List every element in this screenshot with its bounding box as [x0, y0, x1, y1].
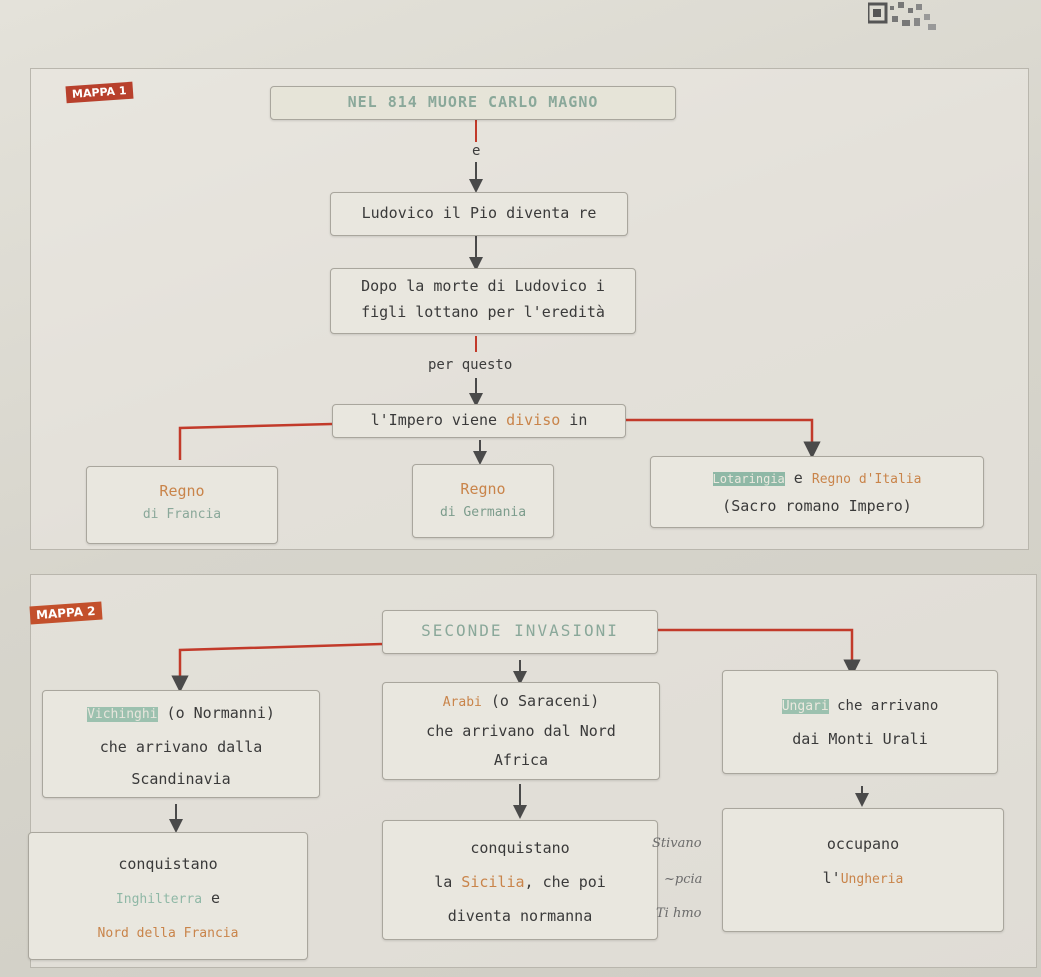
- box-impero-diviso: l'Impero viene diviso in: [332, 404, 626, 438]
- sicilia-word: Sicilia: [461, 873, 525, 891]
- map1-title-box: NEL 814 MUORE CARLO MAGNO: [270, 86, 676, 120]
- box-ludovico: Ludovico il Pio diventa re: [330, 192, 628, 236]
- arabi-word: Arabi: [442, 695, 482, 710]
- box-conquista-vichinghi: conquistano Inghilterra e Nord della Fra…: [28, 832, 308, 960]
- conq1-and: e: [202, 889, 221, 907]
- box-occupano: occupano l'Ungheria: [722, 808, 1004, 932]
- vichinghi-normanni: (o Normanni): [157, 704, 275, 722]
- box-arabi: Arabi (o Saraceni) che arrivano dal Nord…: [382, 682, 660, 780]
- occup-line2: l'Ungheria: [723, 861, 1003, 897]
- ungari-line2: dai Monti Urali: [792, 730, 928, 748]
- conq2-line1: conquistano: [470, 839, 570, 857]
- map2-title-box: SECONDE INVASIONI: [382, 610, 658, 654]
- arabi-line3: Africa: [493, 751, 549, 769]
- conq1-line1: conquistano: [118, 855, 218, 873]
- inghilterra-word: Inghilterra: [115, 892, 203, 907]
- conq1-line2: Inghilterra e: [29, 881, 307, 917]
- lotaringia-word: Lotaringia: [712, 472, 785, 486]
- ungari-arrivano: che arrivano: [828, 698, 939, 714]
- handwritten-note-1: Stivano: [652, 836, 702, 851]
- box-lotaringia: Lotaringia e Regno d'Italia (Sacro roman…: [650, 456, 984, 528]
- conq1-line3: Nord della Francia: [97, 926, 239, 941]
- regno-francia-line2: di Francia: [142, 507, 222, 522]
- box-regno-germania: Regno di Germania: [412, 464, 554, 538]
- lotaringia-line1: Lotaringia e Regno d'Italia: [651, 465, 983, 493]
- box-ungari: Ungari che arrivano dai Monti Urali: [722, 670, 998, 774]
- box-regno-francia: Regno di Francia: [86, 466, 278, 544]
- box-morte-line1: Dopo la morte di Ludovico i: [361, 277, 605, 295]
- sacro-romano-impero: (Sacro romano Impero): [722, 497, 912, 515]
- vichinghi-word: Vichinghi: [87, 707, 158, 722]
- ungari-word: Ungari: [781, 699, 829, 714]
- conq2-chepoi: , che poi: [524, 873, 606, 891]
- box-ludovico-text: Ludovico il Pio diventa re: [361, 204, 597, 222]
- arabi-line2: che arrivano dal Nord: [426, 722, 616, 740]
- regno-italia-word: Regno d'Italia: [811, 472, 922, 487]
- connector-per-questo: per questo: [428, 357, 513, 373]
- vichinghi-line2: che arrivano dalla: [99, 738, 263, 756]
- regno-francia-line1: Regno: [159, 482, 205, 500]
- qr-code-icon: [866, 0, 948, 36]
- vichinghi-line3: Scandinavia: [131, 770, 231, 788]
- box-vichinghi: Vichinghi (o Normanni) che arrivano dall…: [42, 690, 320, 798]
- box-impero-text-a: l'Impero viene: [370, 411, 507, 429]
- map2-title: SECONDE INVASIONI: [421, 621, 619, 640]
- map1-title: NEL 814 MUORE CARLO MAGNO: [347, 93, 599, 111]
- conq2-la: la: [434, 873, 462, 891]
- regno-germania-line2: di Germania: [439, 505, 527, 520]
- arabi-saraceni: (o Saraceni): [481, 692, 600, 710]
- handwritten-note-2: ~pcia: [664, 872, 703, 887]
- occup-line1: occupano: [826, 835, 900, 853]
- ungari-line1: Ungari che arrivano: [723, 689, 997, 723]
- handwritten-note-3: Ti hmo: [656, 906, 702, 921]
- box-conquista-arabi: conquistano la Sicilia, che poi diventa …: [382, 820, 658, 940]
- conq2-line3: diventa normanna: [447, 907, 593, 925]
- box-impero-text-c: in: [560, 411, 588, 429]
- occup-l: l': [822, 869, 841, 887]
- lotaringia-and: e: [784, 469, 812, 487]
- regno-germania-line1: Regno: [460, 480, 506, 498]
- arabi-line1: Arabi (o Saraceni): [383, 687, 659, 717]
- vichinghi-line1: Vichinghi (o Normanni): [43, 697, 319, 731]
- ungheria-word: Ungheria: [840, 872, 904, 887]
- box-morte-ludovico: Dopo la morte di Ludovico i figli lottan…: [330, 268, 636, 334]
- conq2-line2: la Sicilia, che poi: [383, 865, 657, 899]
- connector-e: e: [472, 143, 481, 159]
- box-impero-diviso-word: diviso: [506, 411, 561, 429]
- box-morte-line2: figli lottano per l'eredità: [361, 303, 605, 321]
